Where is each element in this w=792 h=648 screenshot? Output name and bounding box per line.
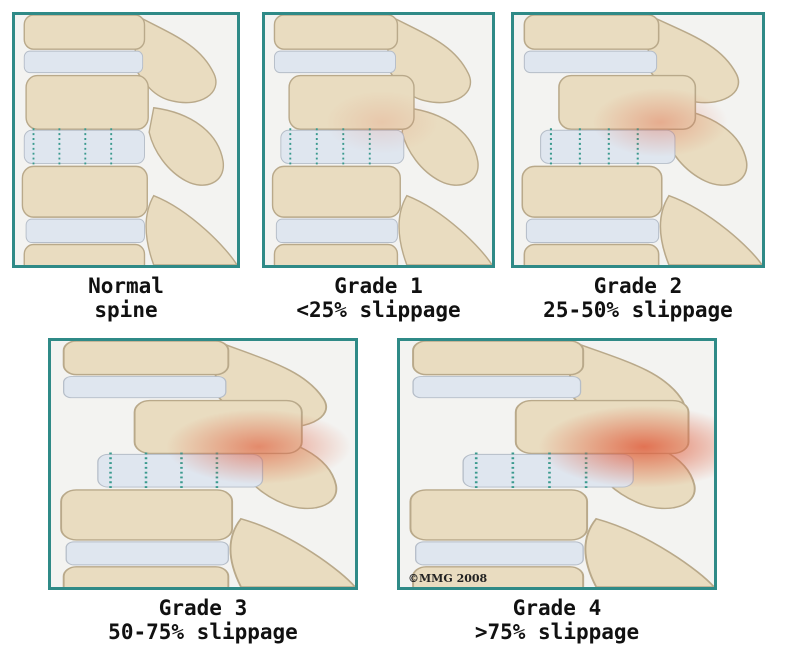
vertebra-upper <box>24 15 144 49</box>
spine-illustration-grade-4 <box>400 341 714 587</box>
spine-illustration-grade-2 <box>514 15 762 265</box>
caption-grade-3: Grade 3 50-75% slippage <box>30 596 376 644</box>
intervertebral-disc <box>64 377 226 398</box>
panel-normal-spine <box>12 12 240 268</box>
caption-normal-spine: Normal spine <box>12 274 240 322</box>
vertebra-base <box>64 567 229 587</box>
caption-title: Normal <box>12 274 240 298</box>
caption-subtitle: 50-75% slippage <box>30 620 376 644</box>
caption-title: Grade 3 <box>30 596 376 620</box>
vertebra-lower <box>61 490 232 540</box>
spine-illustration-grade-1 <box>265 15 492 265</box>
spinous-process <box>660 196 762 265</box>
vertebra-base <box>24 244 144 265</box>
intervertebral-disc <box>24 51 142 72</box>
spinous-process <box>585 519 714 587</box>
intervertebral-disc <box>524 51 656 72</box>
inflammation-area <box>166 409 351 484</box>
copyright-mark: ©MMG 2008 <box>408 572 487 585</box>
spine-illustration-grade-3 <box>51 341 355 587</box>
caption-subtitle: <25% slippage <box>262 298 495 322</box>
caption-title: Grade 1 <box>262 274 495 298</box>
intervertebral-disc <box>526 219 658 242</box>
vertebra-slipping <box>26 76 148 130</box>
panel-grade-4 <box>397 338 717 590</box>
vertebra-lower <box>522 166 662 217</box>
vertebra-lower <box>273 166 401 217</box>
spine-illustration-normal <box>15 15 237 265</box>
vertebra-lower <box>22 166 147 217</box>
intervertebral-disc <box>26 219 144 242</box>
spinous-process <box>231 519 355 587</box>
panel-grade-3 <box>48 338 358 590</box>
caption-title: Grade 4 <box>385 596 729 620</box>
inflammation-area <box>593 88 728 157</box>
intervertebral-disc <box>66 542 228 565</box>
intervertebral-disc <box>413 377 580 398</box>
caption-subtitle: 25-50% slippage <box>496 298 780 322</box>
vertebra-base <box>524 244 658 265</box>
vertebra-upper <box>64 341 229 375</box>
caption-grade-2: Grade 2 25-50% slippage <box>496 274 780 322</box>
facet-joint <box>149 108 223 185</box>
spinous-process <box>146 196 237 265</box>
intervertebral-disc <box>276 219 397 242</box>
caption-title: Grade 2 <box>496 274 780 298</box>
vertebra-upper <box>274 15 397 49</box>
panel-grade-1 <box>262 12 495 268</box>
vertebra-lower <box>410 490 587 540</box>
inflammation-area <box>326 91 439 154</box>
spinous-process <box>399 196 492 265</box>
caption-subtitle: >75% slippage <box>385 620 729 644</box>
caption-grade-4: Grade 4 >75% slippage <box>385 596 729 644</box>
vertebra-base <box>274 244 397 265</box>
intervertebral-disc <box>416 542 583 565</box>
intervertebral-disc <box>274 51 395 72</box>
caption-subtitle: spine <box>12 298 240 322</box>
vertebra-upper <box>524 15 658 49</box>
panel-grade-2 <box>511 12 765 268</box>
vertebra-upper <box>413 341 583 375</box>
caption-grade-1: Grade 1 <25% slippage <box>262 274 495 322</box>
